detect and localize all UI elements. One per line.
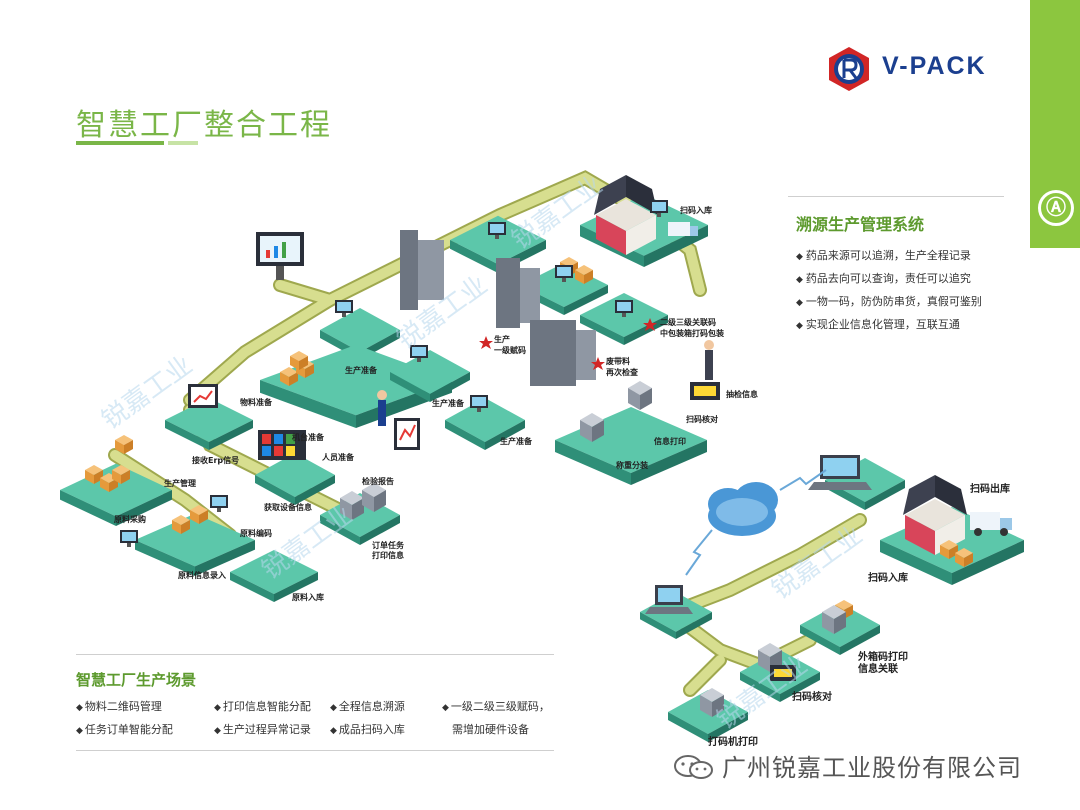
label-sampling: 抽检信息	[726, 389, 758, 399]
list-item: 药品来源可以追溯，生产全程记录	[796, 245, 1004, 268]
label-production: 生产	[494, 334, 510, 344]
company-name: 广州锐嘉工业股份有限公司	[722, 754, 1022, 782]
trace-system-title: 溯源生产管理系统	[796, 215, 925, 234]
list-item: 药品去向可以查询，责任可以追究	[796, 268, 1004, 291]
label-material-code: 原料编码	[240, 528, 272, 538]
company-footer: 广州锐嘉工业股份有限公司	[672, 748, 1022, 783]
label-purchase: 原料采购	[114, 514, 146, 524]
title-underline-light	[168, 141, 198, 145]
star-marker-icon	[479, 318, 657, 370]
label-printer-print: 打码机打印	[708, 735, 758, 748]
list-item: 成品扫码入库	[330, 721, 442, 740]
trace-system-list: 药品来源可以追溯，生产全程记录 药品去向可以查询，责任可以追究 一物一码，防伪防…	[788, 245, 1004, 337]
label-scan-check-low: 扫码核对	[792, 690, 832, 703]
label-erp: 接收Erp信号	[192, 455, 239, 465]
cloud-icon	[708, 482, 778, 536]
signal-icon	[685, 469, 827, 576]
label-material-in: 原料入库	[292, 592, 324, 602]
wechat-icon	[674, 755, 713, 779]
brand-logo: V-PACK	[826, 42, 1016, 94]
label-material-prep: 物料准备	[240, 397, 273, 407]
label-inspection: 检验报告	[362, 476, 394, 486]
list-item: 打印信息智能分配	[214, 698, 330, 717]
section-letter: Ⓐ	[1038, 190, 1074, 226]
list-item: 一级二级三级赋码，	[442, 698, 554, 717]
panel-divider	[76, 654, 554, 655]
label-scan-in-top: 扫码入库	[680, 205, 712, 215]
label-device-info: 获取设备信息	[263, 502, 312, 512]
list-item: 生产过程异常记录	[214, 721, 330, 740]
panel-divider	[76, 750, 554, 751]
label-print-info: 打印信息	[372, 550, 404, 560]
label-scan-in-right: 扫码入库	[868, 571, 908, 584]
scene-title: 智慧工厂生产场景	[76, 671, 197, 689]
label-staff-prep: 人员准备	[322, 452, 355, 462]
label-info-link: 信息关联	[858, 662, 898, 675]
label-weigh-pack: 称重分装	[616, 460, 648, 470]
label-machine-prep: 机台准备	[292, 432, 325, 442]
label-prep2: 生产准备	[432, 398, 465, 408]
list-item-continuation: 需增加硬件设备	[452, 723, 529, 736]
diagram-labels: 扫码入库 二级三级关联码 中包装箱打码包装 生产 一级赋码 废带料 再次检查 抽…	[114, 205, 1010, 748]
label-scan-out: 扫码出库	[970, 482, 1010, 495]
scene-grid: 物料二维码管理 打印信息智能分配 全程信息溯源 一级二级三级赋码， 任务订单智能…	[76, 698, 554, 740]
list-item: 实现企业信息化管理，互联互通	[796, 314, 1004, 337]
trace-system-panel: 溯源生产管理系统 药品来源可以追溯，生产全程记录 药品去向可以查询，责任可以追究…	[788, 196, 1004, 337]
label-material-entry: 原料信息录入	[178, 570, 226, 580]
label-order-task: 订单任务	[372, 540, 405, 550]
list-item: 任务订单智能分配	[76, 721, 214, 740]
vpack-logo-icon	[829, 47, 869, 91]
label-scan-check-mid: 扫码核对	[686, 414, 718, 424]
list-item: 全程信息溯源	[330, 698, 442, 717]
title-underline	[76, 141, 164, 145]
list-item: 物料二维码管理	[76, 698, 214, 717]
brand-name: V-PACK	[882, 52, 987, 80]
label-outer-box: 外箱码打印	[857, 650, 908, 663]
label-recheck: 再次检查	[606, 367, 639, 377]
panel-divider	[788, 196, 1004, 197]
list-item: 一物一码，防伪防串货，真假可鉴别	[796, 291, 1004, 314]
label-prod-mgmt: 生产管理	[164, 478, 196, 488]
section-tab: Ⓐ	[1030, 0, 1080, 248]
label-info-print: 信息打印	[654, 436, 686, 446]
label-level23: 二级三级关联码	[660, 317, 716, 327]
label-prep1: 生产准备	[345, 365, 378, 375]
label-prep3: 生产准备	[500, 436, 533, 446]
scene-panel: 智慧工厂生产场景 物料二维码管理 打印信息智能分配 全程信息溯源 一级二级三级赋…	[76, 654, 554, 751]
label-reject: 废带料	[606, 356, 630, 366]
equipment	[85, 175, 1012, 717]
label-level1: 一级赋码	[494, 345, 526, 355]
page-title: 智慧工厂整合工程	[76, 108, 332, 143]
label-inner-pack: 中包装箱打码包装	[660, 328, 724, 338]
